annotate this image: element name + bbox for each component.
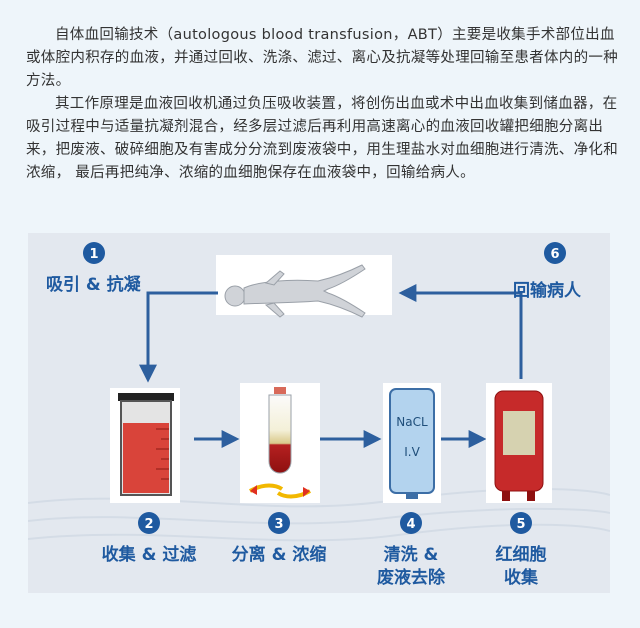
step-label-3: 分离 & 浓缩 — [232, 544, 327, 565]
step-label-1: 吸引 & 抗凝 — [46, 274, 142, 295]
step-label-5-line1: 红细胞 — [496, 544, 547, 565]
step-badge-4: 4 — [400, 512, 422, 534]
blood-bag-illustration — [486, 383, 552, 503]
paragraph-principle: 其工作原理是血液回收机通过负压吸收装置，将创伤出血或术中出血收集到储血器，在吸引… — [26, 96, 618, 181]
svg-text:5: 5 — [516, 517, 525, 532]
paragraph-definition: 自体血回输技术（autologous blood transfusion，ABT… — [26, 27, 618, 89]
patient-silhouette — [224, 264, 366, 318]
svg-text:3: 3 — [274, 517, 283, 532]
description-text: 自体血回输技术（autologous blood transfusion，ABT… — [26, 24, 618, 185]
step-badge-3: 3 — [268, 512, 290, 534]
svg-text:1: 1 — [89, 247, 98, 262]
step-label-4-line1: 清洗 & — [384, 544, 439, 565]
bag-label-iv: I.V — [404, 445, 420, 459]
step-label-5-line2: 收集 — [504, 567, 539, 588]
return-loop-lines — [139, 284, 523, 383]
bag-label-nacl: NaCL — [396, 415, 428, 429]
step-label-6: 回输病人 — [513, 280, 582, 301]
svg-text:2: 2 — [144, 517, 153, 532]
step-label-2: 收集 & 过滤 — [102, 544, 197, 565]
reservoir-illustration — [110, 388, 180, 503]
abt-process-diagram: NaCL I.V 1 6 2 3 4 5 吸引 & 抗凝 回输病人 收集 & 过… — [28, 233, 610, 593]
step-badge-2: 2 — [138, 512, 160, 534]
step-badge-5: 5 — [510, 512, 532, 534]
step-label-4-line2: 废液去除 — [377, 567, 446, 588]
svg-text:6: 6 — [550, 247, 559, 262]
saline-bag-illustration: NaCL I.V — [383, 383, 441, 503]
step-badge-6: 6 — [544, 242, 566, 264]
step-badge-1: 1 — [83, 242, 105, 264]
centrifuge-tube-illustration — [240, 383, 320, 503]
svg-text:4: 4 — [406, 517, 415, 532]
